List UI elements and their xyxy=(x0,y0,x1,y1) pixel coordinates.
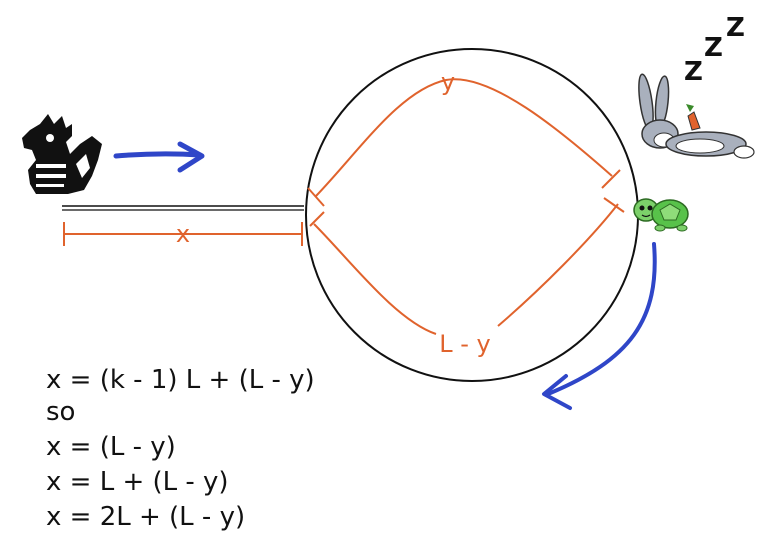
equation-1: x = (k - 1) L + (L - y) xyxy=(46,365,315,395)
x-label: x xyxy=(176,220,190,248)
equation-3: x = L + (L - y) xyxy=(46,467,229,497)
l-minus-y-label: L - y xyxy=(439,330,491,358)
x-measurement xyxy=(63,222,303,246)
turtle-icon xyxy=(633,198,689,232)
svg-text:Z: Z xyxy=(704,33,723,63)
arrow-right xyxy=(113,141,205,173)
y-label: y xyxy=(441,68,455,96)
entry-path xyxy=(62,205,304,211)
dragon-icon xyxy=(22,114,102,194)
equation-so: so xyxy=(46,397,75,427)
arrow-curved-down xyxy=(542,242,657,410)
svg-text:Z: Z xyxy=(726,13,745,43)
l-minus-y-arc xyxy=(309,197,625,335)
equation-4: x = 2L + (L - y) xyxy=(46,502,245,532)
equations-block: x = (k - 1) L + (L - y) so x = (L - y) x… xyxy=(46,365,315,532)
sleeping-bunny-icon xyxy=(638,73,755,159)
svg-text:Z: Z xyxy=(684,57,703,87)
equation-2: x = (L - y) xyxy=(46,432,176,462)
y-arc xyxy=(307,78,621,207)
sleep-zzz: Z Z Z xyxy=(684,13,745,87)
